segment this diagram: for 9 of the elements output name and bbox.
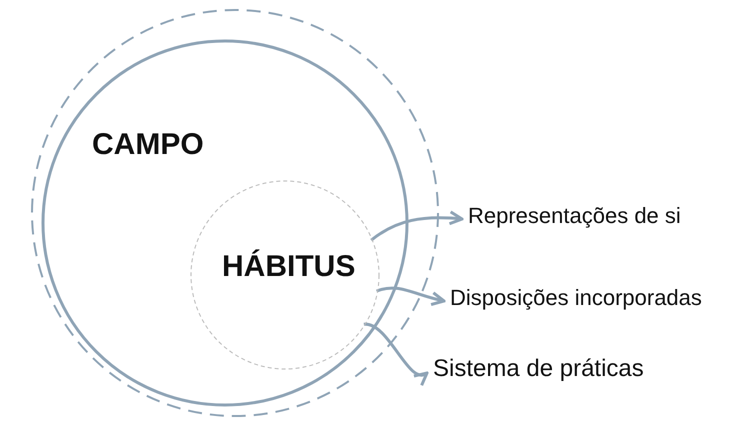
field-circle [40, 38, 410, 408]
arrow [370, 210, 464, 242]
text-label: Sistema de práticas [433, 355, 644, 383]
circle-label: CAMPO [92, 128, 204, 162]
arrow [364, 322, 428, 386]
text-label: Representações de si [468, 203, 681, 229]
text-label: Disposições incorporadas [450, 285, 702, 311]
habitus-circle [190, 180, 380, 370]
circle-label: HÁBITUS [222, 250, 356, 284]
